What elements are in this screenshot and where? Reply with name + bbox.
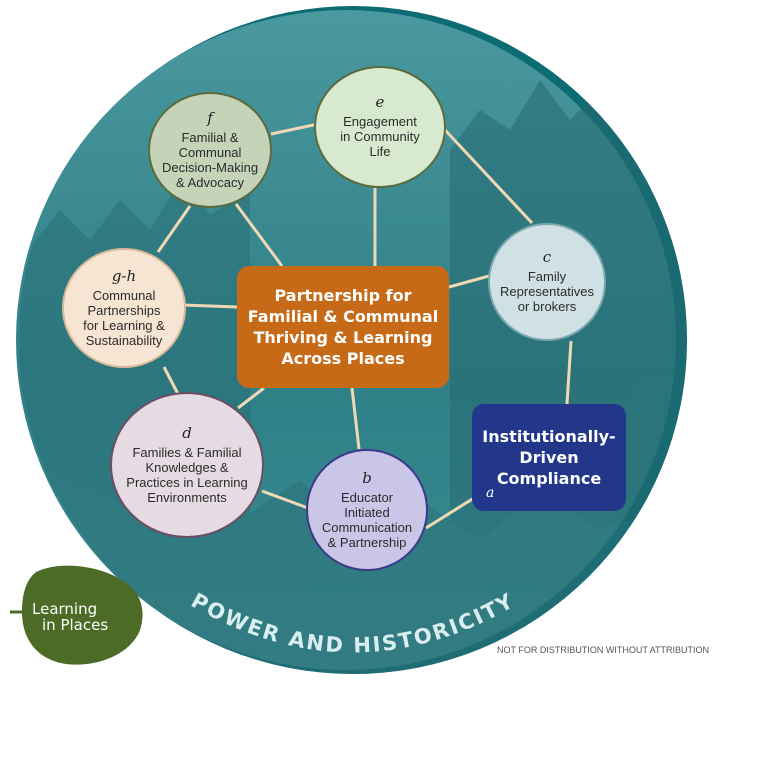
node-family-representatives: c Family Representatives or brokers: [488, 223, 606, 341]
node-label: Families & Familial Knowledges & Practic…: [126, 444, 248, 505]
node-letter: d: [182, 423, 192, 442]
node-letter: f: [207, 108, 213, 127]
connector-f-gh: [156, 205, 192, 253]
node-letter: g-h: [111, 266, 137, 285]
connector-e-c: [443, 128, 534, 225]
center-partnership-box: Partnership for Familial & Communal Thri…: [237, 266, 449, 388]
node-label: Educator Initiated Communication & Partn…: [321, 489, 413, 550]
node-families-familial-knowledges: d Families & Familial Knowledges & Pract…: [110, 392, 264, 538]
node-communal-partnerships: g-h Communal Partnerships for Learning &…: [62, 248, 186, 368]
logo-text: Learning in Places: [32, 601, 108, 633]
node-engagement-community-life: e Engagement in Community Life: [314, 66, 446, 188]
logo-line-2: in Places: [42, 616, 109, 634]
connector-f-e: [270, 122, 319, 136]
connector-f-center: [234, 203, 284, 267]
institutionally-driven-compliance-box: Institutionally- Driven Compliance a: [472, 404, 626, 511]
node-letter: b: [362, 468, 372, 487]
connector-d-center: [237, 386, 265, 410]
connector-gh-d: [162, 366, 180, 395]
attribution-notice: NOT FOR DISTRIBUTION WITHOUT ATTRIBUTION: [497, 645, 709, 655]
node-label: Familial & Communal Decision-Making & Ad…: [161, 129, 259, 190]
connector-center-c: [448, 274, 490, 289]
node-familial-communal-decision-making: f Familial & Communal Decision-Making & …: [148, 92, 272, 208]
institutional-letter: a: [486, 485, 495, 501]
node-label: Engagement in Community Life: [340, 114, 420, 159]
connector-c-a: [565, 340, 573, 405]
node-letter: e: [375, 93, 385, 111]
node-educator-initiated-communication: b Educator Initiated Communication & Par…: [306, 449, 428, 571]
connector-b-a: [425, 496, 475, 530]
logo-line-1: Learning: [32, 600, 98, 618]
node-label: Family Representatives or brokers: [500, 269, 594, 314]
connector-d-b: [261, 489, 309, 510]
node-letter: c: [542, 248, 552, 266]
connectors: [156, 122, 573, 530]
leaf-icon: [10, 565, 143, 665]
node-label: Communal Partnerships for Learning & Sus…: [83, 287, 165, 348]
connector-b-center: [350, 387, 361, 450]
institutional-label: Institutionally- Driven Compliance: [482, 427, 616, 488]
connector-gh-center: [182, 303, 238, 309]
